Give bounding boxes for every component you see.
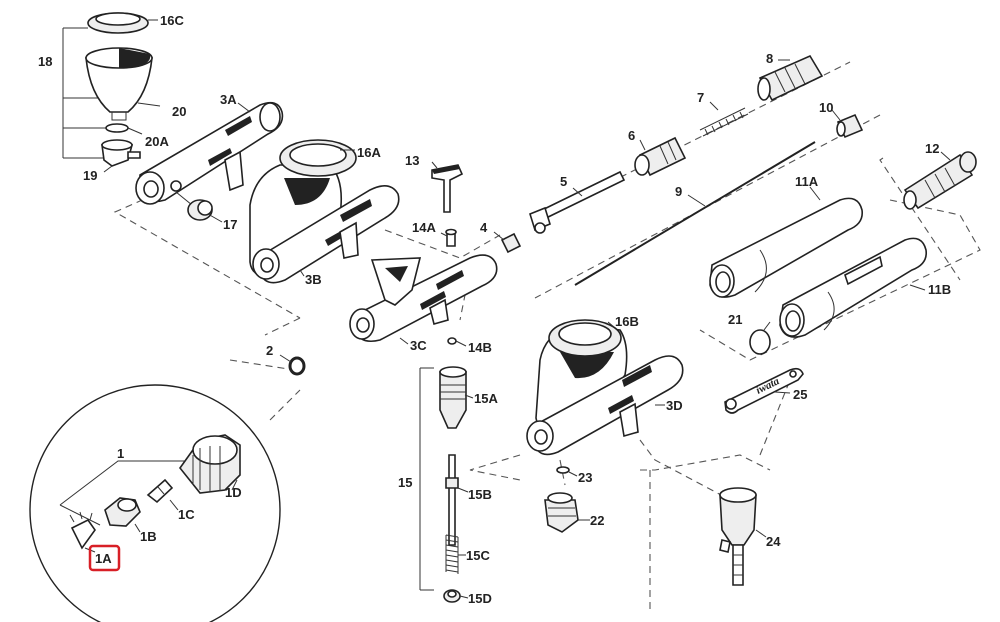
label-3C: 3C bbox=[410, 338, 427, 353]
part-25-wrench: iwata bbox=[724, 367, 804, 414]
label-22: 22 bbox=[590, 513, 604, 528]
label-1D: 1D bbox=[225, 485, 242, 500]
label-9: 9 bbox=[675, 184, 682, 199]
label-5: 5 bbox=[560, 174, 567, 189]
part-17-cap-plug bbox=[175, 191, 213, 221]
part-21-o-ring bbox=[749, 329, 771, 355]
part-16A-lid bbox=[279, 139, 357, 177]
label-4: 4 bbox=[480, 220, 488, 235]
part-12-pre-set-handle bbox=[903, 151, 977, 210]
label-7: 7 bbox=[697, 90, 704, 105]
part-7-spring bbox=[699, 107, 749, 137]
label-15C: 15C bbox=[466, 548, 490, 563]
label-12: 12 bbox=[925, 141, 939, 156]
part-14B-o-ring bbox=[447, 337, 457, 345]
label-15B: 15B bbox=[468, 487, 492, 502]
label-18: 18 bbox=[38, 54, 52, 69]
label-8: 8 bbox=[766, 51, 773, 66]
part-23-o-ring bbox=[556, 466, 570, 474]
part-15A-valve-body bbox=[439, 366, 467, 429]
label-3B: 3B bbox=[305, 272, 322, 287]
label-1B: 1B bbox=[140, 529, 157, 544]
label-3A: 3A bbox=[220, 92, 237, 107]
label-14B: 14B bbox=[468, 340, 492, 355]
cup-stack-18 bbox=[62, 12, 153, 167]
part-14A-trigger-piece bbox=[445, 228, 457, 247]
label-23: 23 bbox=[578, 470, 592, 485]
label-11B: 11B bbox=[928, 282, 951, 297]
part-1B-nozzle-cap bbox=[104, 497, 141, 527]
part-15C-valve-spring bbox=[445, 534, 459, 574]
label-6: 6 bbox=[628, 128, 635, 143]
label-10: 10 bbox=[819, 100, 833, 115]
part-3B-body bbox=[249, 164, 400, 284]
leader-lines bbox=[84, 19, 951, 599]
label-20: 20 bbox=[172, 104, 186, 119]
label-1C: 1C bbox=[178, 507, 195, 522]
part-4-packing-screw bbox=[500, 232, 522, 254]
part-15D-valve-guide bbox=[443, 589, 461, 603]
part-9-needle bbox=[574, 141, 816, 286]
label-20A: 20A bbox=[145, 134, 169, 149]
part-1D-nozzle-body bbox=[178, 434, 241, 494]
label-1A: 1A bbox=[95, 551, 112, 566]
part-22-valve-cap bbox=[544, 492, 579, 533]
part-15B-valve-stem bbox=[445, 454, 459, 546]
part-16B-lid bbox=[548, 319, 622, 357]
label-21: 21 bbox=[728, 312, 742, 327]
label-1: 1 bbox=[117, 446, 124, 461]
part-15-valve-assembly bbox=[419, 366, 467, 603]
part-11B-handle bbox=[779, 237, 928, 338]
part-13-trigger bbox=[431, 164, 464, 213]
label-19: 19 bbox=[83, 168, 97, 183]
part-2-o-ring bbox=[288, 356, 306, 376]
label-13: 13 bbox=[405, 153, 419, 168]
label-3D: 3D bbox=[666, 398, 683, 413]
part-5-needle-chucking-guide bbox=[529, 170, 626, 234]
label-24: 24 bbox=[766, 534, 781, 549]
label-14A: 14A bbox=[412, 220, 436, 235]
part-6-needle-chucking-nut bbox=[634, 136, 687, 177]
part-16C-lid bbox=[87, 12, 149, 34]
part-1C-nozzle bbox=[146, 478, 174, 504]
label-16C: 16C bbox=[160, 13, 184, 28]
part-11A-handle bbox=[709, 197, 864, 298]
part-1A-crown-cap bbox=[69, 511, 96, 550]
label-11A: 11A bbox=[795, 174, 819, 189]
part-3C-body bbox=[349, 254, 498, 343]
label-25: 25 bbox=[793, 387, 807, 402]
part-24-moisture-filter bbox=[719, 487, 757, 586]
part-20-cup bbox=[85, 47, 153, 121]
part-20A-ring bbox=[105, 123, 129, 133]
label-16B: 16B bbox=[615, 314, 639, 329]
part-19-adaptor bbox=[101, 139, 141, 167]
label-15A: 15A bbox=[474, 391, 498, 406]
part-labels: 16C 18 20 20A 19 3A 17 16A 3B 13 14A 14B… bbox=[38, 13, 951, 606]
part-3D-body bbox=[526, 324, 684, 456]
label-15: 15 bbox=[398, 475, 412, 490]
part-10-needle-adjustment bbox=[836, 113, 864, 139]
label-15D: 15D bbox=[468, 591, 492, 606]
part-8-spring-guide bbox=[757, 54, 824, 102]
part-3A-body bbox=[135, 101, 284, 205]
nozzle-inset bbox=[29, 384, 281, 622]
label-17: 17 bbox=[223, 217, 237, 232]
label-2: 2 bbox=[266, 343, 273, 358]
label-1A-highlight bbox=[88, 544, 121, 572]
label-16A: 16A bbox=[357, 145, 381, 160]
